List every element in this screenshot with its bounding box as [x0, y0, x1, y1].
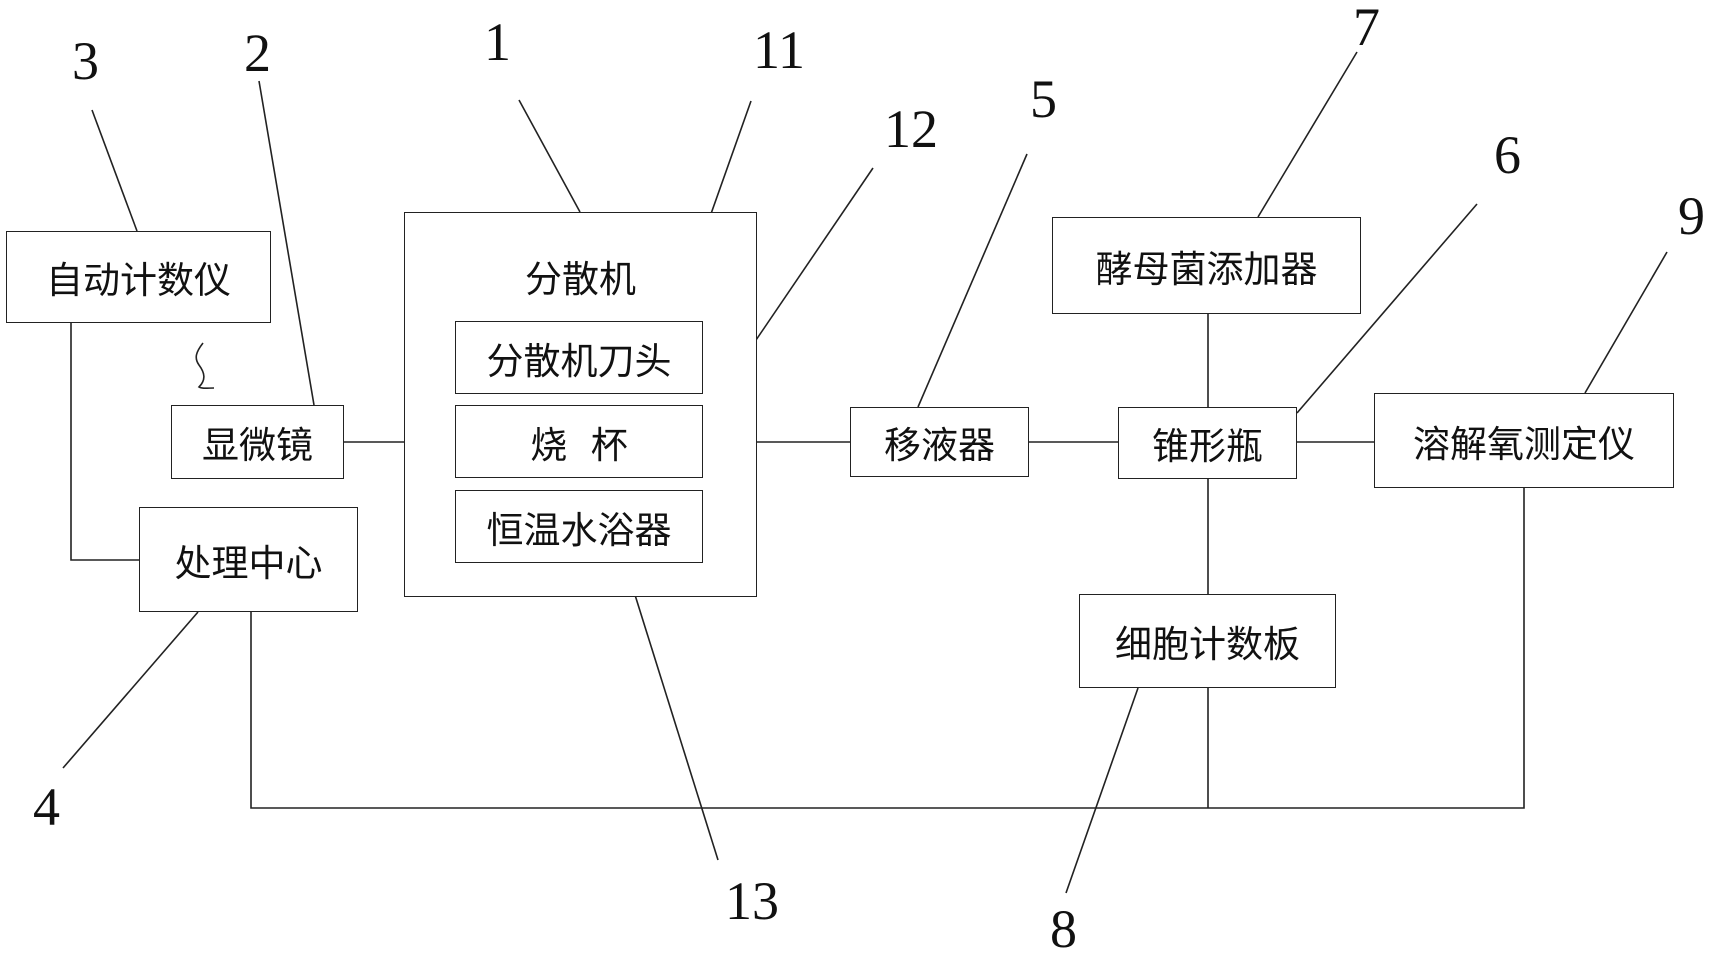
water-bath-box: 恒温水浴器 [455, 490, 703, 563]
disperser-head-box: 分散机刀头 [455, 321, 703, 394]
pipette-label: 移液器 [884, 424, 995, 467]
ref-number-4: 4 [33, 777, 60, 837]
line-bus [250, 488, 1525, 809]
leader-8 [1065, 687, 1139, 894]
beaker-label: 烧 杯 [530, 423, 628, 467]
ref-number-5: 5 [1030, 69, 1057, 129]
microscope-label: 显微镜 [202, 424, 313, 467]
do-meter-label: 溶解氧测定仪 [1413, 422, 1635, 466]
ref-number-12: 12 [884, 99, 938, 159]
leader-13 [624, 562, 719, 861]
conical-flask-box: 锥形瓶 [1118, 407, 1297, 479]
leader-5 [917, 153, 1028, 408]
beaker-box: 烧 杯 [455, 405, 703, 478]
ref-number-8: 8 [1050, 899, 1077, 959]
ref-number-2: 2 [244, 23, 271, 83]
cell-counting-board-label: 细胞计数板 [1115, 623, 1300, 666]
disperser-head-label: 分散机刀头 [486, 339, 672, 383]
leader-3 [91, 109, 138, 232]
leader-6 [1296, 203, 1478, 414]
ref-number-6: 6 [1494, 125, 1521, 185]
ref-number-9: 9 [1678, 186, 1705, 246]
leader-2 [258, 80, 315, 406]
do-meter-box: 溶解氧测定仪 [1374, 393, 1674, 488]
leader-9 [1584, 251, 1668, 394]
ref-number-13: 13 [725, 871, 779, 931]
ref-number-1: 1 [484, 12, 511, 72]
pipette-box: 移液器 [850, 407, 1029, 477]
leader-7 [1257, 51, 1358, 218]
processing-center-box: 处理中心 [139, 507, 358, 612]
wavy-link [195, 342, 215, 390]
yeast-adder-box: 酵母菌添加器 [1052, 217, 1361, 314]
line-counter-center [70, 323, 139, 561]
leader-1 [518, 99, 581, 213]
ref-number-11: 11 [753, 20, 805, 80]
water-bath-label: 恒温水浴器 [486, 508, 672, 552]
auto-counter-box: 自动计数仪 [6, 231, 271, 323]
yeast-adder-label: 酵母菌添加器 [1095, 247, 1318, 291]
cell-counting-board-box: 细胞计数板 [1079, 594, 1336, 688]
conical-flask-label: 锥形瓶 [1152, 425, 1263, 468]
microscope-box: 显微镜 [171, 405, 344, 479]
ref-number-7: 7 [1353, 0, 1380, 57]
disperser-title: 分散机 [525, 258, 636, 301]
auto-counter-label: 自动计数仪 [46, 259, 231, 302]
ref-number-3: 3 [72, 31, 99, 91]
processing-center-label: 处理中心 [174, 541, 323, 585]
leader-4 [62, 611, 199, 769]
